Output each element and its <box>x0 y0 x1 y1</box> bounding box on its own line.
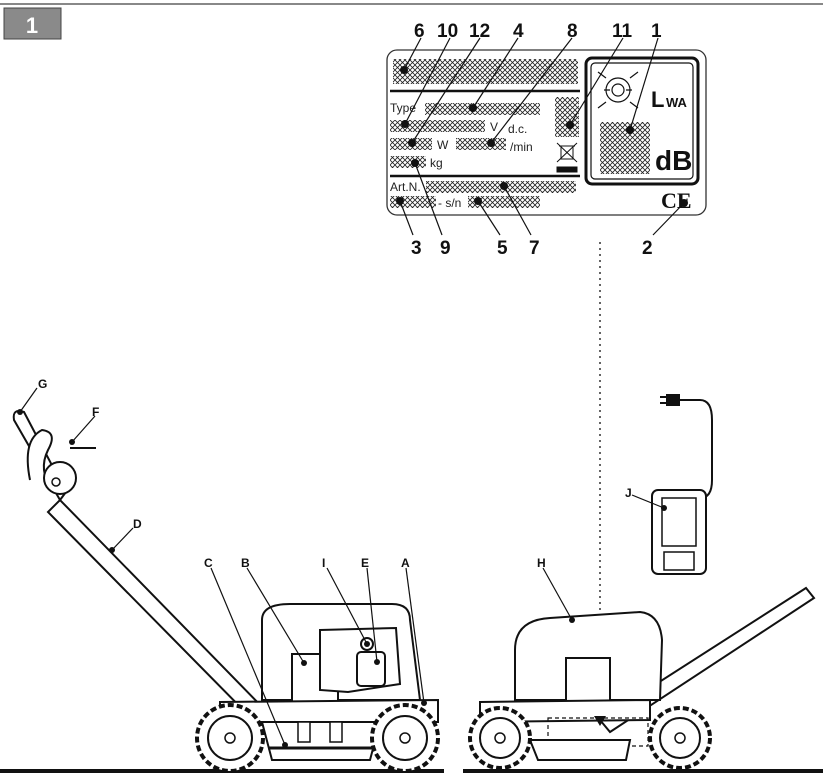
lwa-letter: L <box>651 87 664 112</box>
figure-number: 1 <box>26 13 38 38</box>
speed-field <box>456 138 506 150</box>
serial-label: - s/n <box>438 196 461 210</box>
battery-charger: J <box>625 394 713 575</box>
dc-label: d.c. <box>508 122 527 136</box>
mass-field <box>390 156 426 168</box>
volt-label: V <box>490 120 498 134</box>
callout-2: 2 <box>642 238 653 259</box>
label-A: A <box>401 556 410 570</box>
charger-led-panel <box>663 551 695 571</box>
callout-3: 3 <box>411 238 422 259</box>
plate-leaders <box>396 37 688 236</box>
label-D: D <box>133 517 142 531</box>
callout-9: 9 <box>440 238 451 259</box>
callout-7: 7 <box>529 238 540 259</box>
callout-4: 4 <box>513 21 524 42</box>
watt-label: W <box>437 138 449 152</box>
model-field <box>390 120 485 132</box>
grass-box <box>260 721 382 761</box>
kg-label: kg <box>430 156 443 170</box>
charger-cable <box>676 399 713 499</box>
plate-callouts: 6 10 12 4 8 11 1 3 9 5 7 2 <box>411 21 662 259</box>
callout-1: 1 <box>651 21 662 42</box>
db-label: dB <box>655 145 692 176</box>
label-C: C <box>204 556 213 570</box>
callout-8: 8 <box>567 21 578 42</box>
handle-bar <box>46 498 272 727</box>
rear-right-wheel <box>648 706 712 770</box>
rpm-label: /min <box>510 140 533 154</box>
callout-6: 6 <box>414 21 425 42</box>
serial-field <box>468 196 540 208</box>
rear-grass-box <box>528 739 632 761</box>
mower-rear-view: H <box>463 556 823 773</box>
label-H: H <box>537 556 546 570</box>
rear-wheel <box>195 703 265 773</box>
weee-bin-icon <box>556 142 578 173</box>
rear-motor-cover <box>514 610 664 701</box>
article-label: Art.N. <box>390 180 421 194</box>
manufacturer-field <box>393 59 578 84</box>
rating-plate: Type V d.c. W /min kg Art.N. - s/n <box>386 49 707 216</box>
noise-level-block: L WA dB <box>584 56 700 186</box>
label-B: B <box>241 556 250 570</box>
plug-icon <box>666 394 680 406</box>
handle-knob <box>43 461 77 495</box>
callout-10: 10 <box>437 21 458 42</box>
label-J: J <box>625 486 632 500</box>
callout-11: 11 <box>612 21 633 42</box>
label-G: G <box>38 377 47 391</box>
front-wheel <box>370 703 440 773</box>
label-E: E <box>361 556 369 570</box>
label-I: I <box>322 556 325 570</box>
type-label: Type <box>390 101 416 115</box>
safety-key-slot <box>356 651 386 687</box>
noise-value-field <box>600 122 650 174</box>
plate-location-arrow <box>594 716 606 726</box>
type-field <box>425 103 540 115</box>
rear-left-wheel <box>468 706 532 770</box>
figure-number-box: 1 <box>3 7 62 40</box>
callout-12: 12 <box>469 21 490 42</box>
loudspeaker-icon <box>597 71 639 109</box>
label-F: F <box>92 405 99 419</box>
lwa-subscript: WA <box>666 95 688 110</box>
callout-5: 5 <box>497 238 508 259</box>
lever-bar <box>26 428 53 491</box>
mower-side-view: G F D C B I E A <box>0 377 444 773</box>
